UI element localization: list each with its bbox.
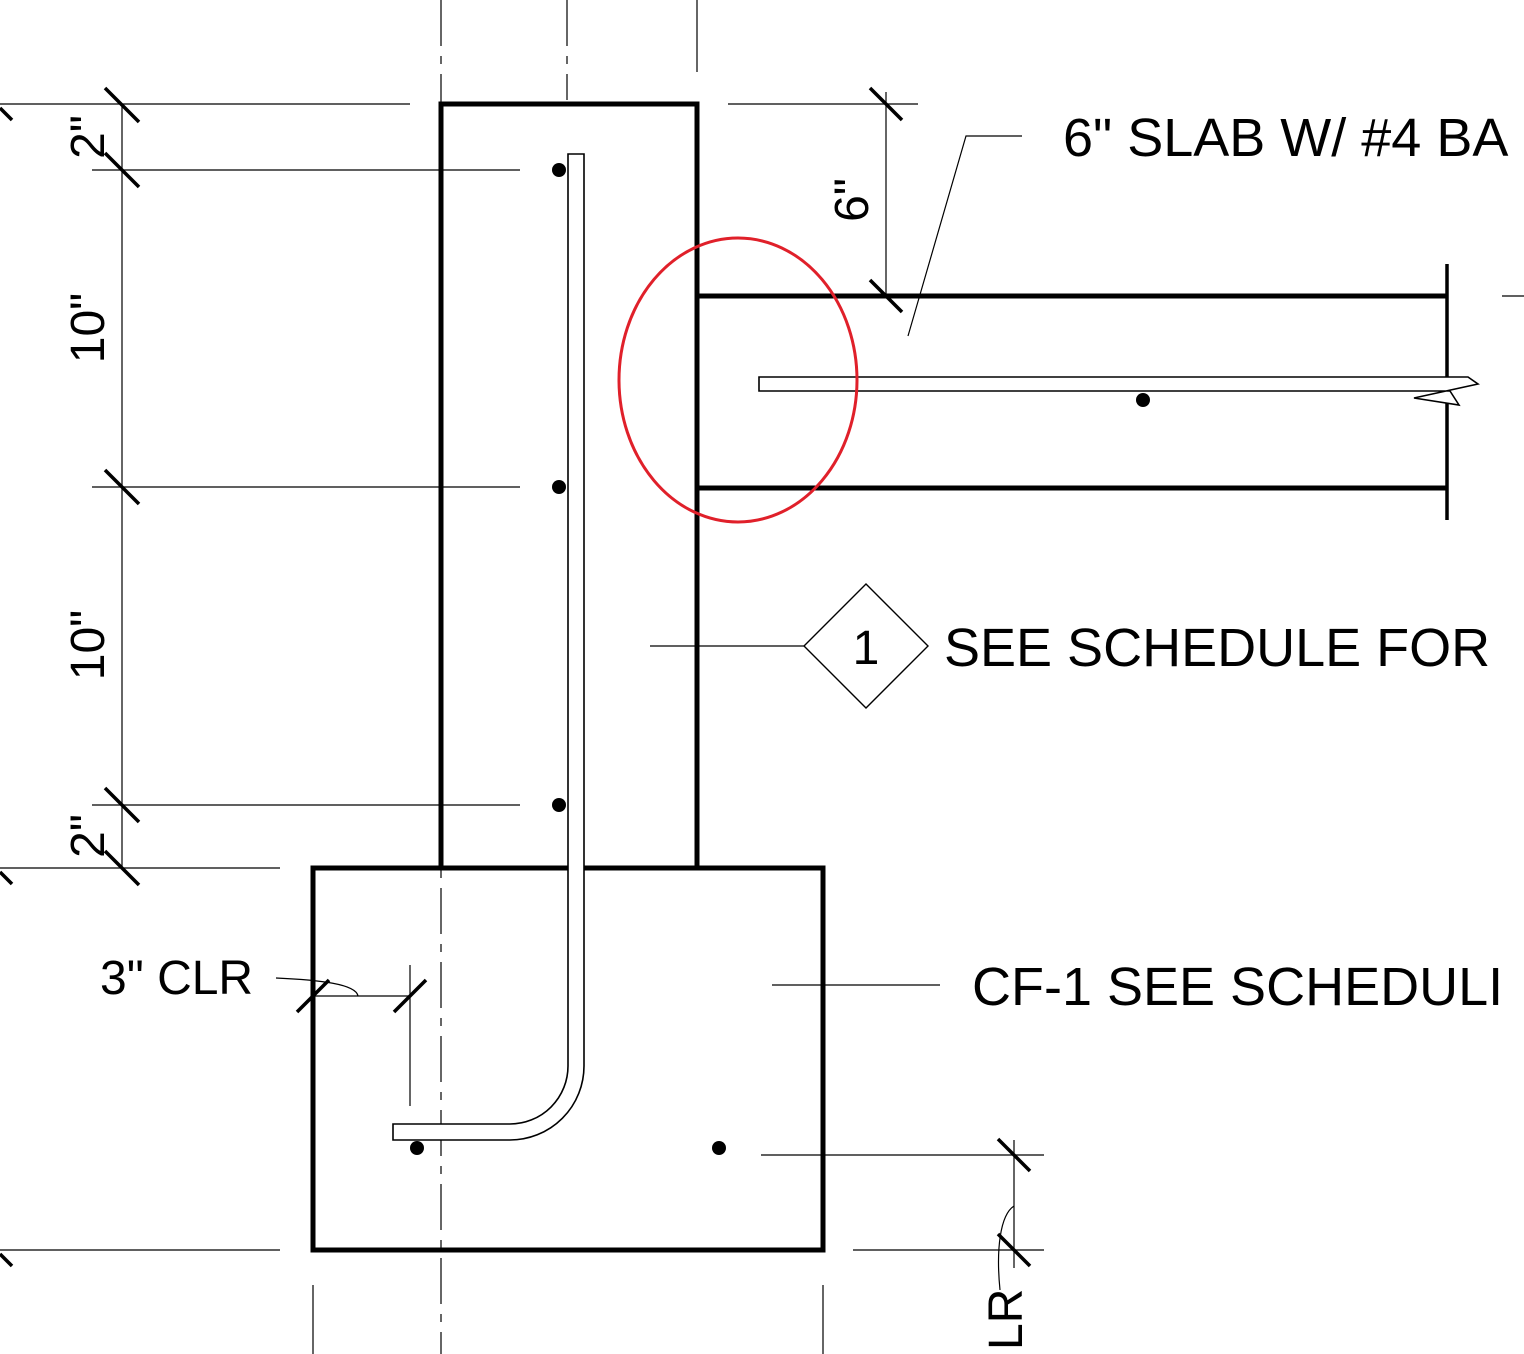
connection-highlight-ellipse [617,236,859,524]
slab-note-leader [907,135,1022,337]
side-clear-dimension [275,965,428,1106]
callout-number: 1 [853,622,880,675]
slab-rebar [758,376,1480,407]
clear-cover-right-label: LR [980,1289,1033,1350]
dim-lower-spacing: 10" [62,610,115,680]
schedule-note: SEE SCHEDULE FOR [944,618,1490,678]
callout-diamond [803,583,929,709]
clear-cover-label: 3" CLR [100,952,253,1005]
slab-note: 6" SLAB W/ #4 BA [1063,108,1508,168]
rebar-dots [410,163,1150,1155]
slab-thickness-dimension [728,86,918,314]
left-dimension-string [0,86,520,1268]
dim-top-cover: 2" [62,115,115,159]
dim-slab-thickness: 6" [826,178,879,222]
dim-bottom-cover: 2" [62,814,115,858]
dim-upper-spacing: 10" [62,293,115,363]
bottom-clear-dimension [761,1137,1044,1291]
wall-rebar [392,153,585,1141]
footing-note: CF-1 SEE SCHEDULI [972,957,1503,1017]
